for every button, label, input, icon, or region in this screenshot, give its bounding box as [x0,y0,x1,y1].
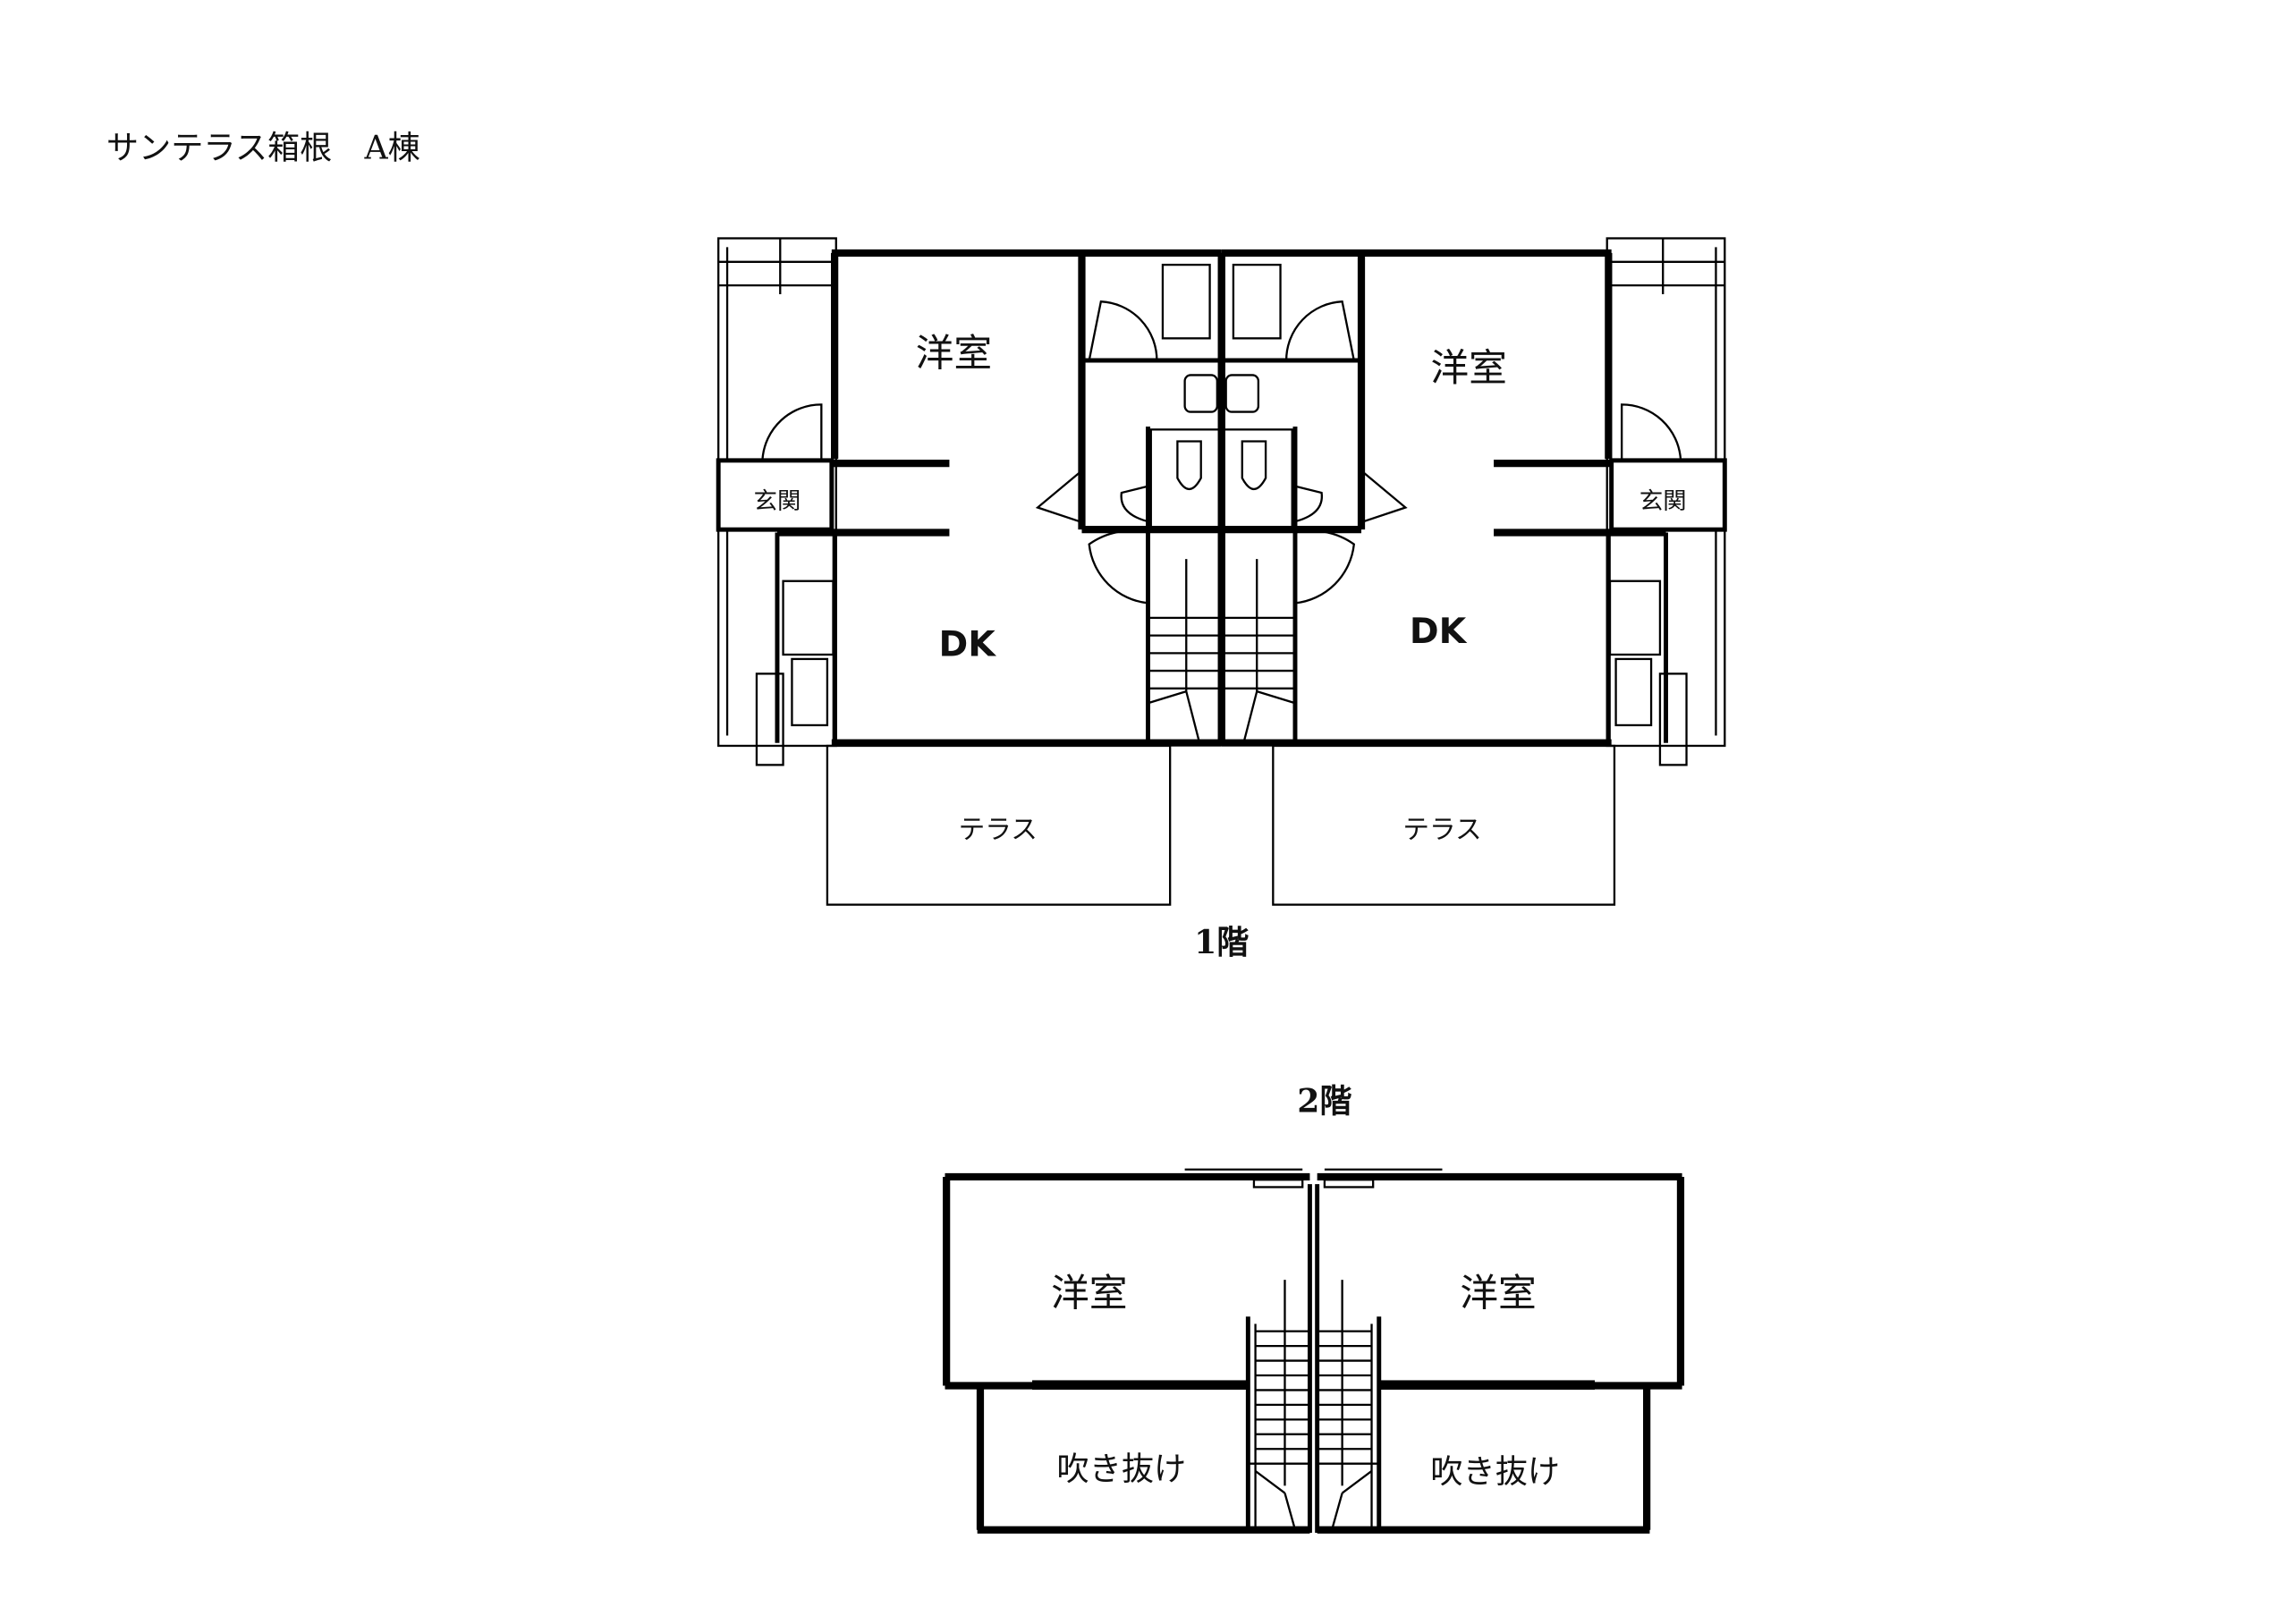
room-label-dk-left: DK [938,624,996,665]
room-label-upper-bedroom-left: 洋室 [1051,1272,1128,1316]
floor2-plan: 洋室 洋室 吹き抜け 吹き抜け 2階 [945,1082,1682,1533]
room-label-bedroom-left: 洋室 [916,332,993,376]
room-label-upper-bedroom-right: 洋室 [1460,1272,1537,1316]
terrace-left [826,744,1172,906]
page-title: サンテラス箱根 A棟 [106,129,420,167]
room-label-terrace-left: テラス [959,815,1038,845]
floor1-caption: 1階 [1194,923,1249,961]
room-label-terrace-right: テラス [1402,815,1481,845]
room-label-entrance-right: 玄関 [1639,488,1687,515]
room-label-bedroom-right: 洋室 [1430,346,1507,391]
room-label-void-left: 吹き抜け [1057,1450,1187,1488]
terrace-right [1272,744,1616,906]
room-label-entrance-left: 玄関 [754,488,801,515]
room-label-dk-right: DK [1410,611,1468,652]
floor1-plan: 洋室 洋室 DK DK 玄関 玄関 テラス テラス 1階 [718,238,1724,961]
room-label-void-right: 吹き抜け [1430,1452,1560,1491]
floor2-caption: 2階 [1297,1082,1351,1121]
